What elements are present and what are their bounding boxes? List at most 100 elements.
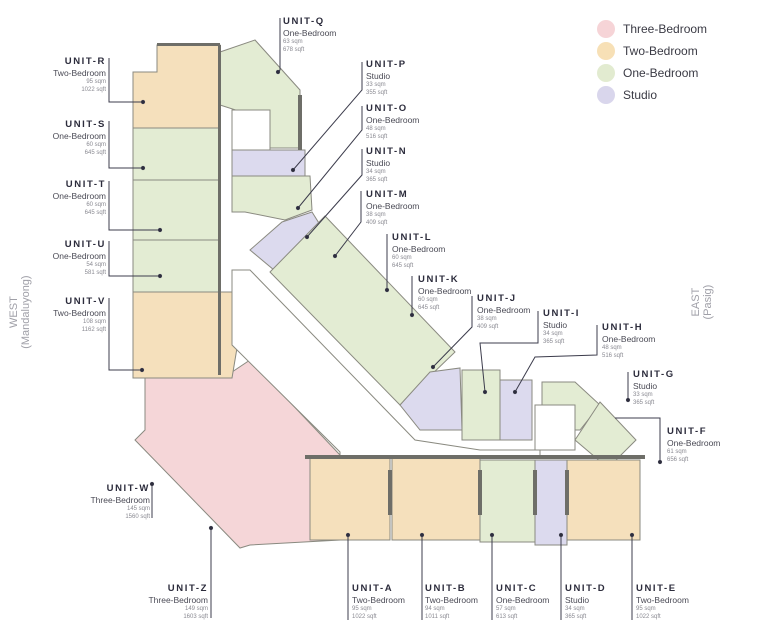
unit-area-sqm: 38 sqm <box>477 316 497 322</box>
leader-dot-i <box>482 389 488 395</box>
unit-i-area[interactable] <box>499 379 533 441</box>
unit-area-sqm: 95 sqm <box>86 79 106 85</box>
unit-name: UNIT-D <box>565 583 607 594</box>
unit-u-area[interactable] <box>132 239 221 293</box>
leader-line-p <box>292 62 363 171</box>
unit-name: UNIT-L <box>392 232 433 243</box>
unit-mlk-area[interactable] <box>269 215 456 406</box>
unit-q-area[interactable] <box>219 39 301 149</box>
unit-area-sqft: 516 sqft <box>602 353 624 359</box>
unit-area-sqft: 1603 sqft <box>183 614 208 620</box>
leader-dot-q <box>275 69 281 75</box>
leader-line-q <box>277 18 281 73</box>
unit-area-sqm: 95 sqm <box>352 606 372 612</box>
unit-area-sqm: 33 sqm <box>633 392 653 398</box>
unit-area-sqft: 645 sqft <box>84 210 106 216</box>
leader-dot-m <box>332 253 338 259</box>
leader-dot-a <box>345 532 351 538</box>
unit-area-sqft: 1022 sqft <box>636 614 661 620</box>
leader-dot-c <box>489 532 495 538</box>
unit-area-sqft: 678 sqft <box>283 47 305 53</box>
unit-area-sqm: 60 sqm <box>86 142 106 148</box>
unit-b-area[interactable] <box>391 457 481 541</box>
unit-area-sqft: 1022 sqft <box>81 87 106 93</box>
legend-label: Two-Bedroom <box>623 44 698 58</box>
unit-c-area[interactable] <box>479 459 536 543</box>
unit-area-sqft: 1560 sqft <box>125 514 150 520</box>
unit-v-area[interactable] <box>132 291 241 379</box>
unit-area-sqft: 1011 sqft <box>425 614 450 620</box>
unit-area-sqft: 409 sqft <box>366 220 388 226</box>
unit-e-area[interactable] <box>566 459 641 541</box>
unit-type: Two-Bedroom <box>352 594 405 605</box>
unit-j-area[interactable] <box>461 369 501 441</box>
leader-dot-d <box>558 532 564 538</box>
unit-name: UNIT-Q <box>283 16 325 27</box>
unit-p-area[interactable] <box>231 149 306 177</box>
unit-name: UNIT-O <box>366 103 408 114</box>
leader-line-o <box>297 106 363 209</box>
legend-item-studio: Studio <box>597 84 707 106</box>
unit-name: UNIT-G <box>633 369 675 380</box>
legend-swatch <box>597 20 615 38</box>
unit-type: One-Bedroom <box>667 437 721 448</box>
leader-line-i <box>479 311 539 393</box>
leader-dot-b <box>419 532 425 538</box>
unit-type: Three-Bedroom <box>90 494 150 505</box>
leader-lines <box>108 18 663 620</box>
unit-type: Two-Bedroom <box>53 307 106 318</box>
unit-type: One-Bedroom <box>366 114 420 125</box>
unit-area-sqm: 63 sqm <box>283 39 303 45</box>
unit-type: One-Bedroom <box>366 200 420 211</box>
unit-w-area[interactable] <box>134 359 341 549</box>
unit-t-area[interactable] <box>132 179 221 241</box>
unit-s-area[interactable] <box>132 127 221 181</box>
unit-name: UNIT-A <box>352 583 394 594</box>
unit-name: UNIT-J <box>477 293 517 304</box>
unit-r-area[interactable] <box>132 44 221 129</box>
unit-area-sqft: 365 sqft <box>366 177 388 183</box>
leader-dot-v <box>139 367 145 373</box>
unit-type: Three-Bedroom <box>148 594 208 605</box>
unit-area-sqm: 48 sqm <box>602 345 622 351</box>
unit-j-area-lav[interactable] <box>399 367 463 431</box>
unit-area-sqft: 645 sqft <box>84 150 106 156</box>
unit-name: UNIT-M <box>366 189 409 200</box>
unit-o-area[interactable] <box>231 175 313 221</box>
unit-area-sqft: 365 sqft <box>633 400 655 406</box>
unit-area-sqft: 365 sqft <box>543 339 565 345</box>
leader-line-f <box>615 417 661 462</box>
leader-dot-f <box>657 459 663 465</box>
unit-area-sqm: 60 sqm <box>86 202 106 208</box>
unit-area-sqm: 38 sqm <box>366 212 386 218</box>
unit-area-sqft: 365 sqft <box>565 614 587 620</box>
legend-label: Three-Bedroom <box>623 22 708 36</box>
stair-north <box>231 109 271 151</box>
unit-d-area[interactable] <box>534 459 568 546</box>
leader-dot-g <box>625 397 631 403</box>
unit-area-sqm: 61 sqm <box>667 449 687 455</box>
unit-area-sqft: 581 sqft <box>84 270 106 276</box>
unit-area-sqm: 60 sqm <box>418 297 438 303</box>
leader-dot-t <box>157 227 163 233</box>
unit-area-sqm: 95 sqm <box>636 606 656 612</box>
unit-name: UNIT-N <box>366 146 408 157</box>
unit-a-area[interactable] <box>309 457 391 541</box>
leader-line-u <box>108 241 160 277</box>
unit-name: UNIT-B <box>425 583 467 594</box>
unit-type: One-Bedroom <box>52 130 106 141</box>
unit-name: UNIT-I <box>543 308 581 319</box>
corridor <box>231 269 541 459</box>
unit-area-sqm: 34 sqm <box>366 169 386 175</box>
unit-area-sqm: 145 sqm <box>126 506 150 512</box>
